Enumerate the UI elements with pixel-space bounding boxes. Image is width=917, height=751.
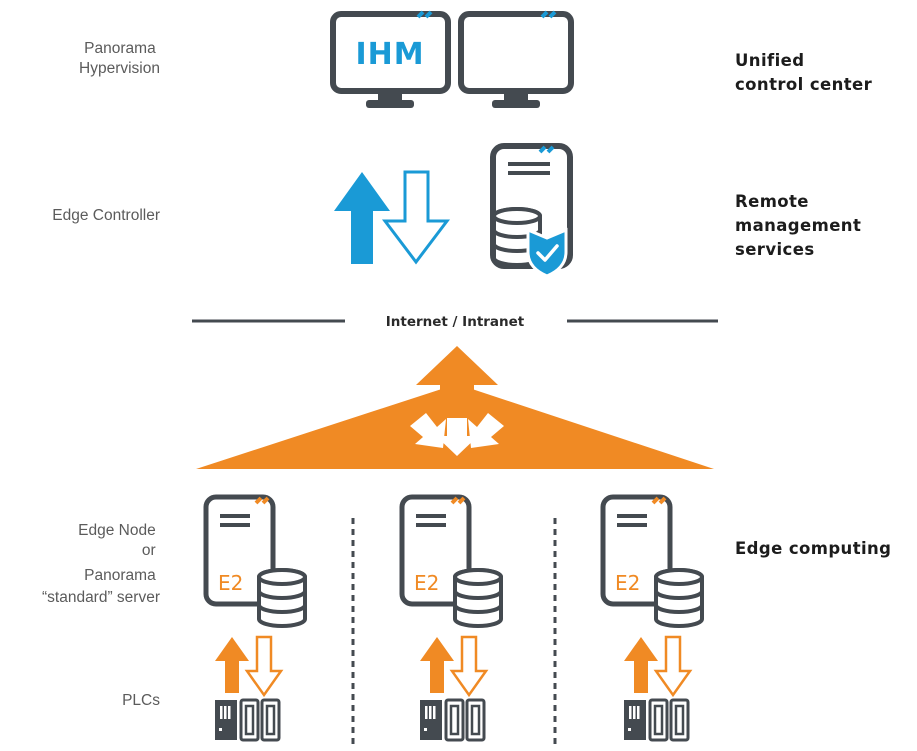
label-edge-node: Edge Node or Panorama “standard” server xyxy=(42,522,160,606)
label-line: services xyxy=(735,240,815,259)
label-edge-controller: Edge Controller xyxy=(52,207,160,224)
label-edge-computing: Edge computing xyxy=(735,539,891,558)
shield-check-icon xyxy=(526,227,568,278)
label-line: or xyxy=(142,542,156,559)
label-line: Remote xyxy=(735,192,809,211)
monitor-icon xyxy=(458,10,574,108)
database-icon xyxy=(257,568,307,628)
label-remote-management-services: Remote management services xyxy=(735,192,867,259)
server-text: E2 xyxy=(414,571,439,595)
server-text: E2 xyxy=(615,571,640,595)
label-line: Panorama xyxy=(84,40,156,57)
label-unified-control-center: Unified control center xyxy=(735,51,873,94)
screen-text: IHM xyxy=(355,37,424,72)
label-line: Unified xyxy=(735,51,804,70)
plc-sync-arrows-icon xyxy=(213,635,283,697)
label-line: Hypervision xyxy=(79,60,160,77)
plc-icon xyxy=(622,698,690,742)
sync-arrows-icon xyxy=(334,170,451,265)
label-panorama-hypervision: Panorama Hypervision xyxy=(79,40,160,77)
edge-controller-server-icon xyxy=(490,143,573,278)
plc-icon xyxy=(213,698,281,742)
database-icon xyxy=(453,568,503,628)
edge-node-server-icon: E2 xyxy=(600,494,704,628)
edge-node-server-icon: E2 xyxy=(399,494,503,628)
label-line: “standard” server xyxy=(42,589,160,606)
database-icon xyxy=(654,568,704,628)
label-line: Panorama xyxy=(84,567,156,584)
plc-sync-arrows-icon xyxy=(418,635,488,697)
server-text: E2 xyxy=(218,571,243,595)
label-line: management xyxy=(735,216,861,235)
plc-sync-arrows-icon xyxy=(622,635,692,697)
plc-icon xyxy=(418,698,486,742)
edge-node-server-icon: E2 xyxy=(203,494,307,628)
distribution-arrow-icon xyxy=(196,346,714,469)
label-line: Edge Node xyxy=(78,522,156,539)
label-line: control center xyxy=(735,75,873,94)
network-label: Internet / Intranet xyxy=(386,314,525,330)
monitor-ihm-icon: IHM xyxy=(330,10,451,108)
label-plcs: PLCs xyxy=(122,692,160,709)
